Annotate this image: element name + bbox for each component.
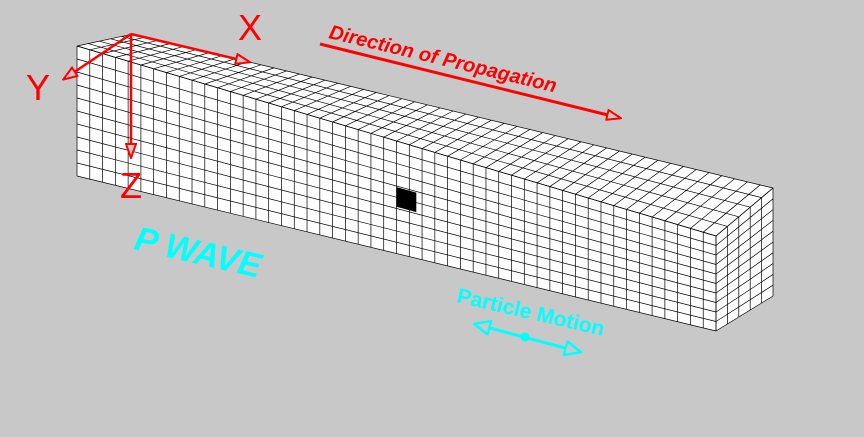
block-grid-lines	[76, 33, 774, 332]
grid-line	[268, 79, 326, 104]
grid-line	[715, 241, 774, 284]
grid-line	[217, 67, 274, 89]
grid-line	[639, 169, 697, 214]
grid-line	[76, 149, 717, 313]
grid-line	[88, 43, 728, 227]
highlighted-particle-cell	[396, 187, 417, 213]
grid-line	[536, 144, 594, 184]
grid-line	[115, 42, 172, 58]
grid-line	[319, 92, 377, 119]
grid-line	[76, 45, 717, 237]
grid-line	[76, 33, 134, 47]
grid-line	[76, 175, 717, 332]
grid-line	[421, 116, 479, 149]
grid-line	[664, 175, 723, 222]
grid-line	[99, 40, 739, 218]
particle-dot	[520, 332, 530, 342]
grid-line	[76, 123, 717, 294]
grid-line	[460, 126, 518, 161]
grid-line	[255, 76, 313, 100]
grid-line	[140, 49, 198, 66]
grid-line	[715, 252, 774, 294]
grid-line	[715, 274, 774, 313]
grid-line	[230, 70, 287, 92]
z-axis-label: Z	[120, 165, 142, 206]
grid-line	[76, 71, 717, 256]
grid-line	[76, 162, 717, 322]
grid-line	[562, 150, 620, 191]
grid-line	[447, 123, 505, 157]
grid-line	[715, 187, 774, 237]
grid-line	[110, 38, 751, 208]
grid-line	[715, 209, 774, 256]
x-axis-arrow	[130, 32, 249, 62]
grid-line	[121, 36, 762, 198]
wave-title: P WAVE	[131, 220, 266, 286]
grid-line	[179, 58, 236, 77]
grid-line	[76, 136, 717, 303]
grid-line	[587, 156, 646, 199]
block-end-face	[716, 188, 773, 331]
grid-line	[575, 153, 633, 195]
grid-line	[243, 73, 300, 96]
propagation-arrow	[319, 42, 620, 118]
grid-line	[434, 119, 492, 153]
grid-line	[383, 107, 441, 138]
grid-line	[281, 82, 338, 108]
grid-line	[166, 55, 223, 73]
grid-line	[651, 172, 710, 218]
grid-line	[332, 95, 390, 123]
grid-line	[626, 166, 684, 210]
grid-line	[345, 98, 402, 127]
grid-line	[715, 295, 774, 332]
grid-line	[702, 184, 761, 233]
grid-line	[549, 147, 607, 187]
grid-line	[511, 138, 569, 176]
y-axis-arrow	[64, 32, 132, 79]
grid-line	[715, 220, 774, 265]
grid-line	[396, 110, 454, 142]
grid-line	[524, 141, 582, 180]
grid-line	[613, 163, 671, 206]
grid-line	[358, 101, 415, 130]
grid-line	[677, 178, 735, 225]
grid-line	[204, 64, 262, 85]
grid-line	[76, 84, 717, 265]
propagation-label: Direction of Propagation	[327, 21, 559, 97]
grid-line	[409, 113, 466, 146]
grid-line	[294, 86, 351, 111]
grid-line	[306, 89, 364, 115]
grid-line	[76, 97, 717, 275]
grid-line	[600, 159, 659, 203]
grid-line	[153, 52, 210, 70]
grid-line	[485, 132, 543, 168]
grid-line	[715, 263, 774, 303]
grid-line	[128, 45, 185, 62]
grid-line	[472, 129, 530, 165]
grid-line	[715, 230, 774, 275]
grid-line	[370, 104, 428, 134]
x-axis-label: X	[238, 7, 262, 48]
y-axis-label: Y	[26, 67, 50, 108]
grid-line	[76, 58, 717, 246]
grid-line	[715, 198, 774, 246]
grid-line	[498, 135, 556, 172]
grid-line	[690, 181, 748, 229]
block-top-face	[77, 34, 773, 236]
grid-line	[715, 284, 774, 322]
